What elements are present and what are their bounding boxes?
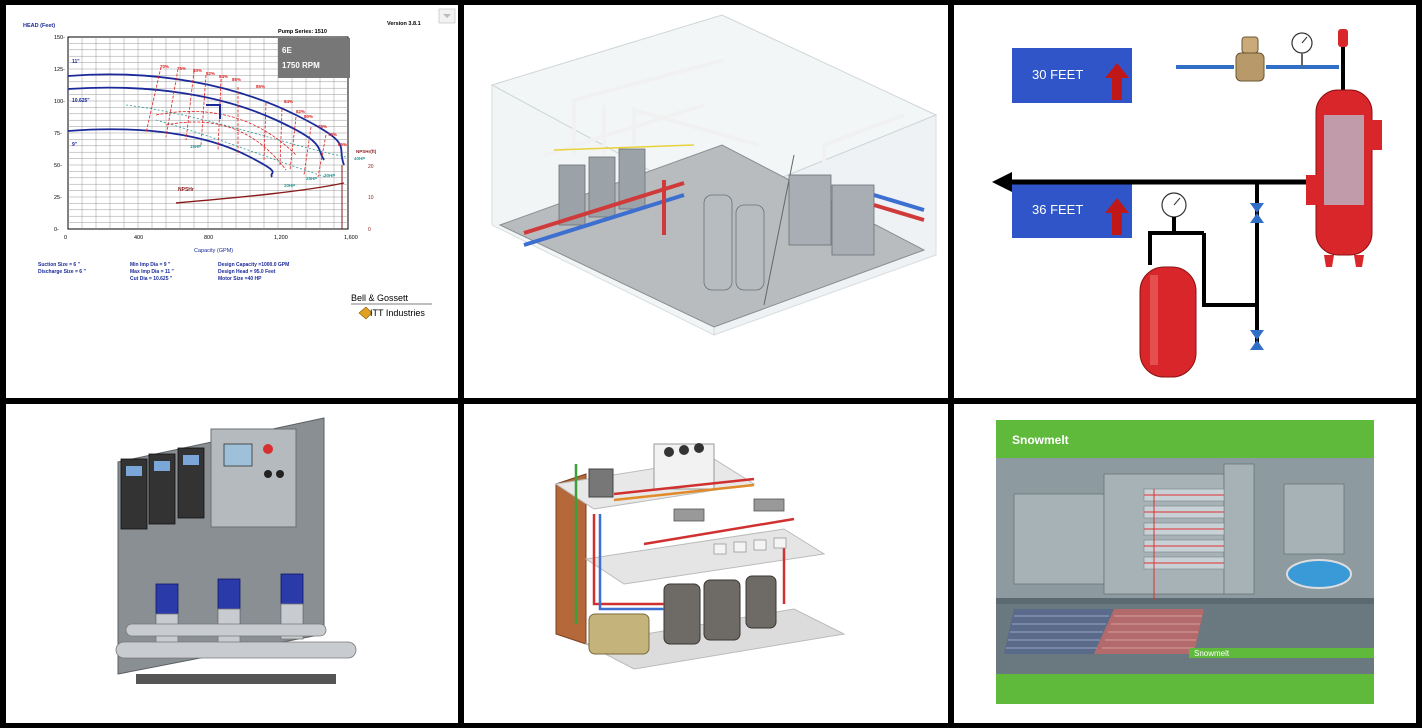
expansion-diagram-panel: 30 FEET 36 FEET xyxy=(954,5,1416,398)
model-label: 6E xyxy=(282,46,292,55)
snowmelt-banner xyxy=(996,420,1374,458)
booster-pump-panel xyxy=(6,404,458,723)
expansion-diagram: 30 FEET 36 FEET xyxy=(992,29,1382,378)
itt-logo-icon xyxy=(358,306,373,320)
impeller-curve-9 xyxy=(67,128,274,178)
eff-label: 70% xyxy=(160,64,169,69)
building-cutaway-panel xyxy=(464,404,948,723)
y-tick-label: 100- xyxy=(54,99,65,105)
spec-discharge: Discharge Size = 6 " xyxy=(38,269,86,275)
hp-label: 40HP xyxy=(354,156,365,161)
eff-label: 84% xyxy=(219,74,228,79)
mechanical-room-illustration xyxy=(490,14,938,336)
x-tick-label: 800 xyxy=(204,235,213,241)
snowmelt-title: Snowmelt xyxy=(1012,433,1069,447)
spec-min-imp: Min Imp Dia = 9 " xyxy=(130,262,171,268)
mechanical-room-panel xyxy=(464,5,948,398)
booster-pump-illustration xyxy=(115,417,357,684)
head-axis-label: HEAD (Feet) xyxy=(23,23,55,29)
npsh-axis-label: NPSHr(ft) xyxy=(356,149,377,154)
pump-series-label: Pump Series: 1510 xyxy=(278,29,327,35)
eff-label: 82% xyxy=(296,109,305,114)
hp-label: 15HP xyxy=(190,144,201,149)
impeller-label-11: 11" xyxy=(72,59,80,65)
hp-label: 30HP xyxy=(324,173,335,178)
hp-label: 20HP xyxy=(284,183,295,188)
spec-suction: Suction Size = 6 " xyxy=(38,262,81,268)
spec-design-capacity: Design Capacity =1000.0 GPM xyxy=(218,262,289,268)
eff-label: 82% xyxy=(206,71,215,76)
eff-label: 80% xyxy=(304,114,313,119)
eff-label: 84% xyxy=(284,99,293,104)
impeller-label-9: 9" xyxy=(72,142,78,148)
model-box xyxy=(278,38,350,78)
pump-curve-chart: 6E 1750 RPM xyxy=(23,8,456,320)
arrow-up-icon xyxy=(1105,63,1129,100)
impeller-curve-10625 xyxy=(67,86,325,161)
eff-label: 85% xyxy=(232,77,241,82)
spec-design-head: Design Head = 95.0 Feet xyxy=(218,269,276,275)
npsh-tick: 20 xyxy=(368,164,374,170)
y-tick-label: 125- xyxy=(54,67,65,73)
y-tick-label: 75- xyxy=(54,131,62,137)
eff-label: 85% xyxy=(256,84,265,89)
x-tick-label: 1,600 xyxy=(344,235,358,241)
capacity-axis-label: Capacity (GPM) xyxy=(194,248,233,254)
snowmelt-illustration: Snowmelt xyxy=(996,420,1374,704)
valve-icon xyxy=(1250,330,1264,340)
pump-curve-panel: 6E 1750 RPM xyxy=(6,5,458,398)
npsh-curve-label: NPSHr xyxy=(178,187,194,193)
spec-motor-size: Motor Size =40 HP xyxy=(218,276,262,282)
snowmelt-label: Snowmelt xyxy=(1194,649,1230,658)
x-tick-label: 0 xyxy=(64,235,67,241)
eff-label: 80% xyxy=(193,68,202,73)
y-tick-label: 0- xyxy=(54,227,59,233)
eff-label: 65% xyxy=(338,142,347,147)
spec-max-imp: Max Imp Dia = 11 " xyxy=(130,269,175,275)
y-tick-label: 50- xyxy=(54,163,62,169)
expansion-tank xyxy=(1139,266,1197,378)
npsh-tick: 0 xyxy=(368,227,371,233)
npsh-tick: 10 xyxy=(368,195,374,201)
pressure-reducing-valve-icon xyxy=(1235,52,1265,82)
hp-label: 25HP xyxy=(306,176,317,181)
chevron-down-icon xyxy=(443,14,451,18)
spec-cut-dia: Cut Dia = 10.625 " xyxy=(130,276,173,282)
x-tick-label: 400 xyxy=(134,235,143,241)
arrow-up-icon xyxy=(1105,198,1129,235)
version-label: Version 3.8.1 xyxy=(387,21,421,27)
y-tick-label: 25- xyxy=(54,195,62,201)
speed-label: 1750 RPM xyxy=(282,61,320,70)
impeller-label-10625: 10.625" xyxy=(72,98,90,104)
height-box-36-label: 36 FEET xyxy=(1032,202,1083,217)
eff-label: 75% xyxy=(177,66,186,71)
height-box-30-label: 30 FEET xyxy=(1032,67,1083,82)
x-tick-label: 1,200 xyxy=(274,235,288,241)
brand-name: Bell & Gossett xyxy=(351,293,409,303)
eff-label: 75% xyxy=(318,124,327,129)
air-vent-icon xyxy=(1338,29,1348,47)
efficiency-contours xyxy=(145,66,327,178)
flow-arrow-left-icon xyxy=(992,172,1012,192)
eff-label: 70% xyxy=(328,132,337,137)
building-cutaway-illustration xyxy=(554,443,846,670)
npsh-curve xyxy=(175,182,345,204)
valve-icon xyxy=(1250,203,1264,213)
impeller-curve-11 xyxy=(67,73,345,166)
snowmelt-label-bar xyxy=(1189,648,1374,658)
snowmelt-panel: Snowmelt xyxy=(954,404,1416,723)
y-tick-label: 150- xyxy=(54,35,65,41)
brand-sub: ITT Industries xyxy=(370,308,425,318)
